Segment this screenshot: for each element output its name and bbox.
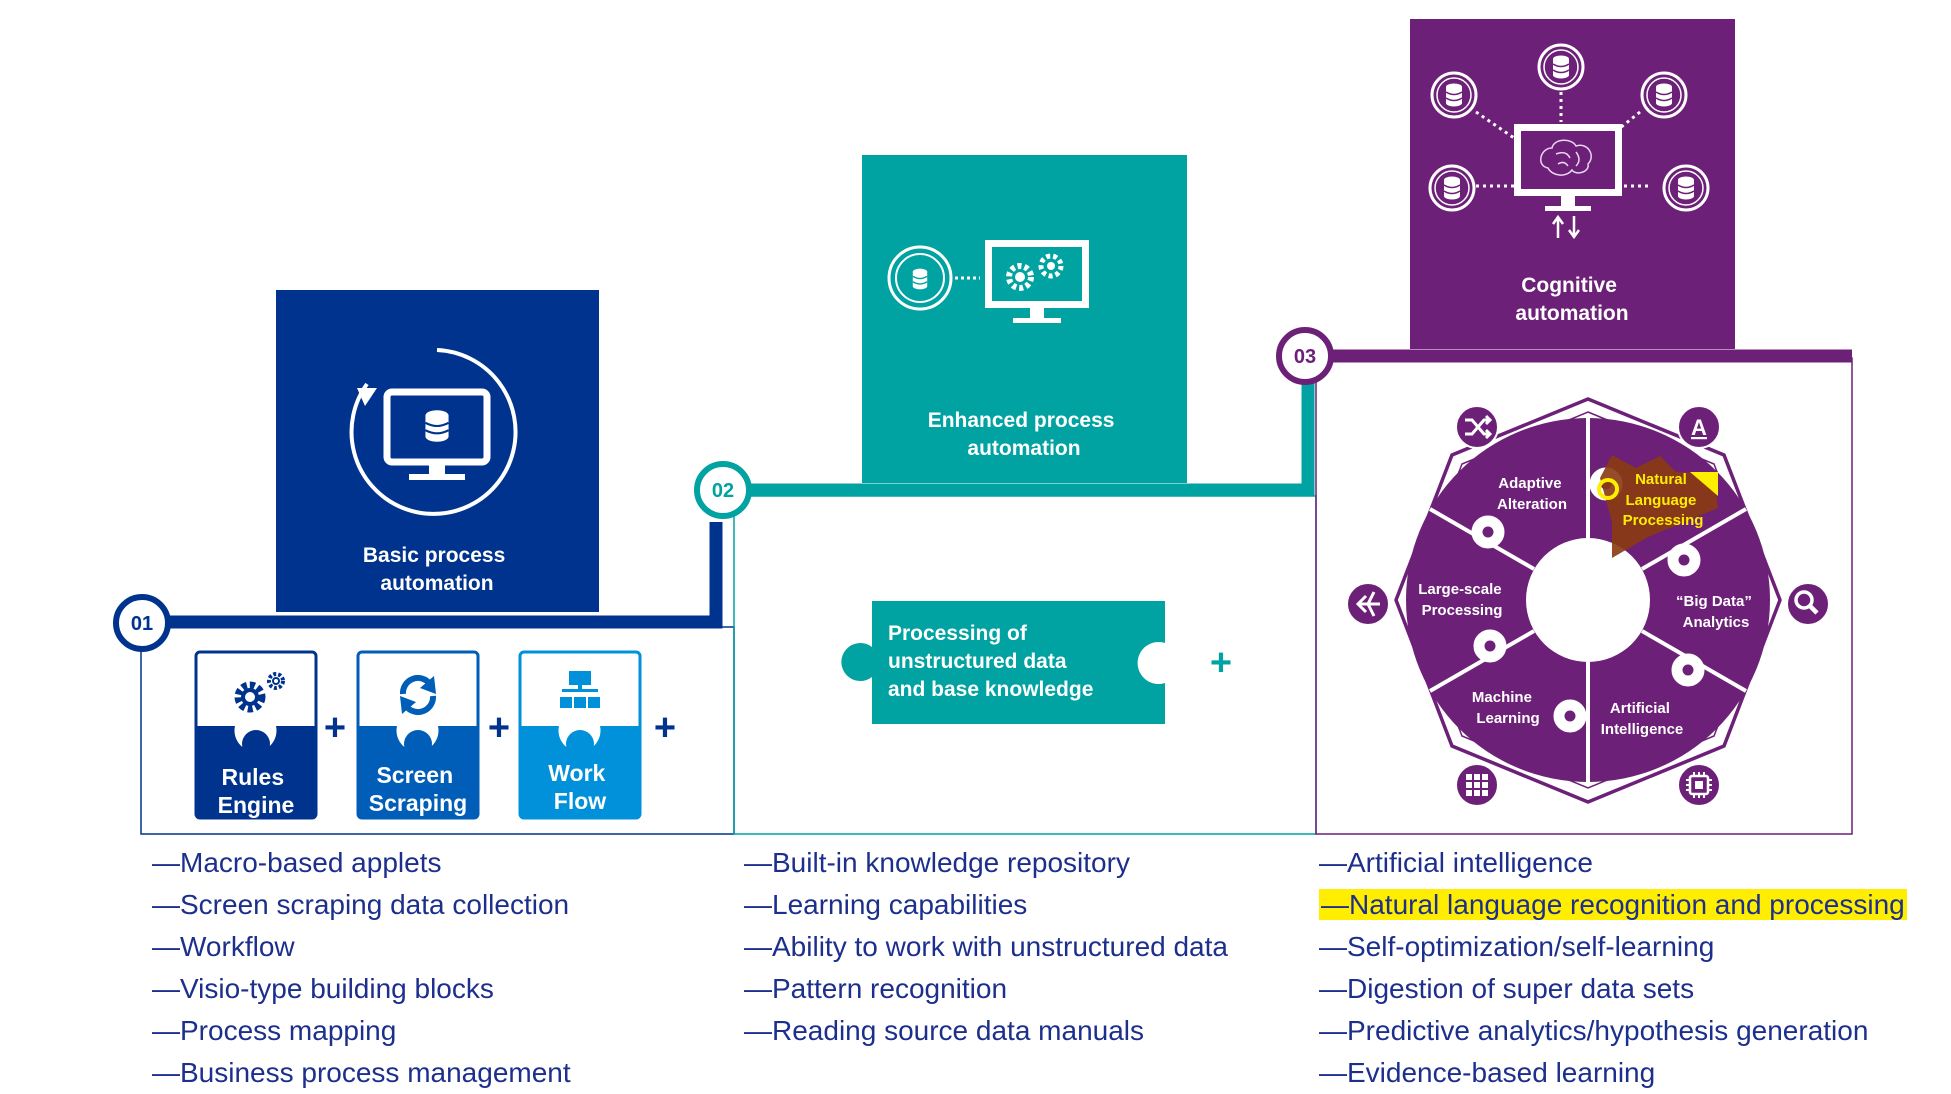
font-a-icon: A — [1691, 415, 1707, 440]
stage1-tile — [276, 290, 599, 612]
wheel-icon-badges: A — [1346, 405, 1830, 807]
list-item: —Evidence-based learning — [1319, 1057, 1656, 1088]
list-item: —Built-in knowledge repository — [744, 847, 1130, 878]
plus-sign: + — [654, 707, 676, 749]
monitor-database-refresh-icon — [349, 348, 518, 516]
list-item: —Macro-based applets — [152, 847, 442, 878]
tool-screen-scraping: Screen Scraping — [356, 650, 480, 820]
segment-aa-line1: Adaptive — [1498, 475, 1561, 492]
stage2-bullet-list: —Built-in knowledge repository —Learning… — [744, 842, 1228, 1052]
segment-ls-line1: Large-scale — [1418, 581, 1501, 598]
stage1-number: 01 — [131, 613, 153, 635]
svg-text:Rules Engine: Rules Engine — [218, 764, 295, 818]
svg-text:Work Flow: Work Flow — [548, 760, 611, 814]
segment-nlp-line1: Natural — [1635, 471, 1687, 488]
unstructured-data-puzzle-piece: Processing of unstructured data and base… — [841, 601, 1165, 724]
monitor-gears-icon — [887, 240, 1089, 323]
list-item: —Ability to work with unstructured data — [744, 931, 1228, 962]
stage2-title-line2: automation — [967, 437, 1080, 460]
tool-screen-line1: Screen — [376, 762, 453, 788]
svg-text:Cognitive automation: Cognitive automation — [1515, 274, 1628, 325]
list-item: —Learning capabilities — [744, 889, 1028, 920]
stage1-number-badge — [113, 594, 171, 652]
cognitive-wheel: Natural Language Processing “Big Data” A… — [1346, 397, 1830, 807]
monitor-brain-network-icon — [1428, 43, 1710, 240]
list-item: —Process mapping — [152, 1015, 397, 1046]
svg-text:Basic process automation: Basic process automation — [363, 544, 511, 595]
shuffle-icon — [1465, 414, 1493, 440]
svg-text:Adaptive Alteration: Adaptive Alteration — [1497, 475, 1567, 513]
highlighted-text: —Natural language recognition and proces… — [1319, 889, 1907, 920]
stage2-number: 02 — [712, 480, 734, 502]
tool-rules-engine: Rules Engine — [194, 650, 318, 820]
list-item: —Predictive analytics/hypothesis generat… — [1319, 1015, 1869, 1046]
stage1-title-line2: automation — [380, 572, 493, 595]
plus-sign: + — [324, 707, 346, 749]
list-item: —Reading source data manuals — [744, 1015, 1145, 1046]
stage3-title-line1: Cognitive — [1521, 274, 1617, 297]
segment-ml-line1: Machine — [1472, 689, 1532, 706]
list-item: —Digestion of super data sets — [1319, 973, 1695, 1004]
list-item: —Pattern recognition — [744, 973, 1008, 1004]
list-item: —Artificial intelligence — [1319, 847, 1593, 878]
org-chart-icon — [560, 671, 600, 708]
list-item: —Visio-type building blocks — [152, 973, 494, 1004]
stage1-title-line1: Basic process — [363, 544, 505, 567]
stage2-number-badge — [694, 461, 752, 519]
segment-ml-line2: Learning — [1476, 710, 1539, 727]
wheel-outer-octagon — [1394, 397, 1782, 804]
tool-work-flow: Work Flow — [518, 650, 642, 820]
puzzle-line2: unstructured data — [888, 650, 1067, 673]
stage1-bullet-list: —Macro-based applets —Screen scraping da… — [152, 842, 571, 1094]
nlp-highlight-segment — [1600, 455, 1718, 558]
list-item: —Screen scraping data collection — [152, 889, 570, 920]
svg-text:Artificial Intelligenc: Artificial Intelligence — [1601, 700, 1684, 738]
svg-text:“Big Data” Analytics: “Big Data” Analytics — [1676, 593, 1756, 631]
segment-ai-line2: Intelligence — [1601, 721, 1684, 738]
puzzle-line3: and base knowledge — [888, 678, 1093, 701]
svg-text:Machine Learning: Machine Learning — [1472, 689, 1540, 727]
grid-icon — [1466, 774, 1488, 796]
stage3-title-line2: automation — [1515, 302, 1628, 325]
list-item: —Workflow — [152, 931, 295, 962]
list-item: —Self-optimization/self-learning — [1319, 931, 1715, 962]
flow-arrow-icon — [1355, 591, 1380, 617]
svg-text:Screen Scraping: Screen Scraping — [369, 762, 467, 816]
stage2-step-line — [722, 355, 1315, 497]
chip-icon — [1686, 772, 1712, 798]
tool-flow-line2: Flow — [554, 788, 606, 814]
stage2-title-line1: Enhanced process — [928, 409, 1115, 432]
wheel-center — [1526, 538, 1650, 662]
segment-ai-line1: Artificial — [1610, 700, 1670, 717]
list-item: —Business process management — [152, 1057, 571, 1088]
svg-text:Large-scale Processing: Large-scale Processing — [1418, 581, 1506, 619]
segment-ls-line2: Processing — [1422, 602, 1503, 619]
gears-icon — [234, 672, 285, 713]
puzzle-line1: Processing of — [888, 622, 1028, 645]
svg-text:Processing of unstructur: Processing of unstructured data and base… — [888, 622, 1093, 701]
segment-nlp-line3: Processing — [1623, 512, 1704, 529]
highlighted-list-item: —Natural language recognition and proces… — [1319, 884, 1907, 926]
svg-text:Enhanced process automatio: Enhanced process automation — [928, 409, 1121, 460]
stage3-number: 03 — [1294, 346, 1316, 368]
stage3-bullet-list: —Artificial intelligence —Natural langua… — [1319, 842, 1907, 1094]
segment-aa-line2: Alteration — [1497, 496, 1567, 513]
segment-bigdata-line2: Analytics — [1683, 614, 1750, 631]
tool-flow-line1: Work — [548, 760, 605, 786]
plus-sign: + — [1210, 642, 1232, 684]
tool-rules-line1: Rules — [221, 764, 284, 790]
refresh-icon — [399, 674, 437, 716]
brain-icon — [1540, 139, 1592, 176]
magnifier-icon — [1794, 590, 1819, 615]
tool-rules-line2: Engine — [218, 792, 295, 818]
segment-nlp-line2: Language — [1625, 492, 1696, 509]
stage3-number-badge — [1276, 327, 1334, 385]
svg-text:Natural Language: Natural Language Processing — [1623, 471, 1704, 529]
segment-bigdata-line1: “Big Data” — [1676, 593, 1752, 610]
plus-sign: + — [488, 707, 510, 749]
tool-screen-line2: Scraping — [369, 790, 467, 816]
stage1-step-line — [140, 522, 723, 629]
